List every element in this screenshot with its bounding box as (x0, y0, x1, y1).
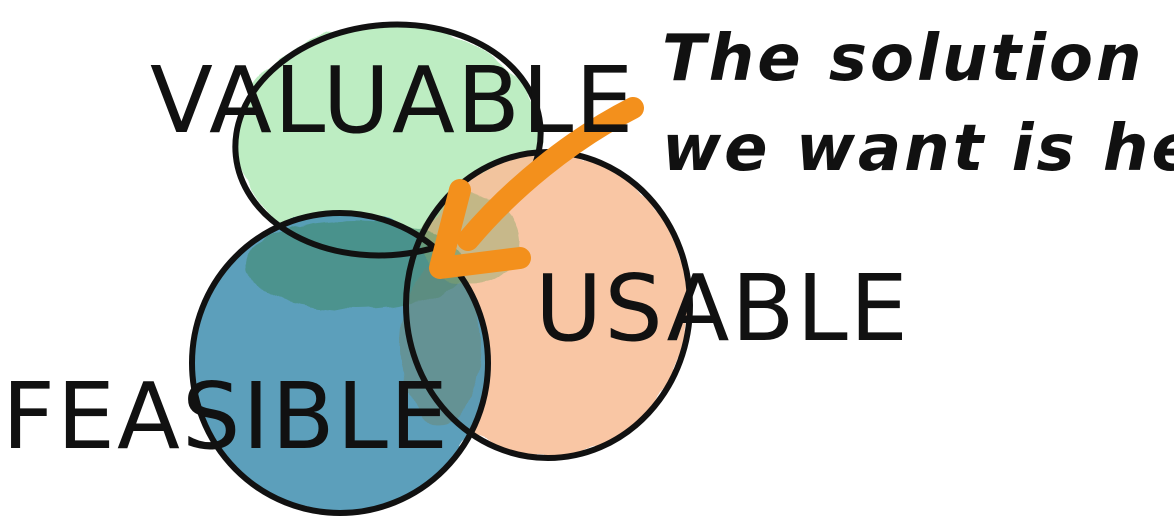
valuable-circle-outline (232, 21, 544, 259)
usable-label: USABLE (535, 255, 910, 362)
annotation-line-2: we want is here (662, 112, 1174, 186)
arrow (429, 97, 644, 279)
arrow-head (429, 179, 531, 279)
arrow-shaft (457, 97, 644, 251)
usable-feasible-overlap (400, 265, 480, 425)
annotation-line-1: The solution (662, 22, 1145, 96)
valuable-label: VALUABLE (150, 47, 635, 154)
valuable-feasible-overlap (245, 220, 465, 310)
feasible-circle-outline (189, 210, 491, 516)
feasible-label: FEASIBLE (2, 363, 450, 470)
